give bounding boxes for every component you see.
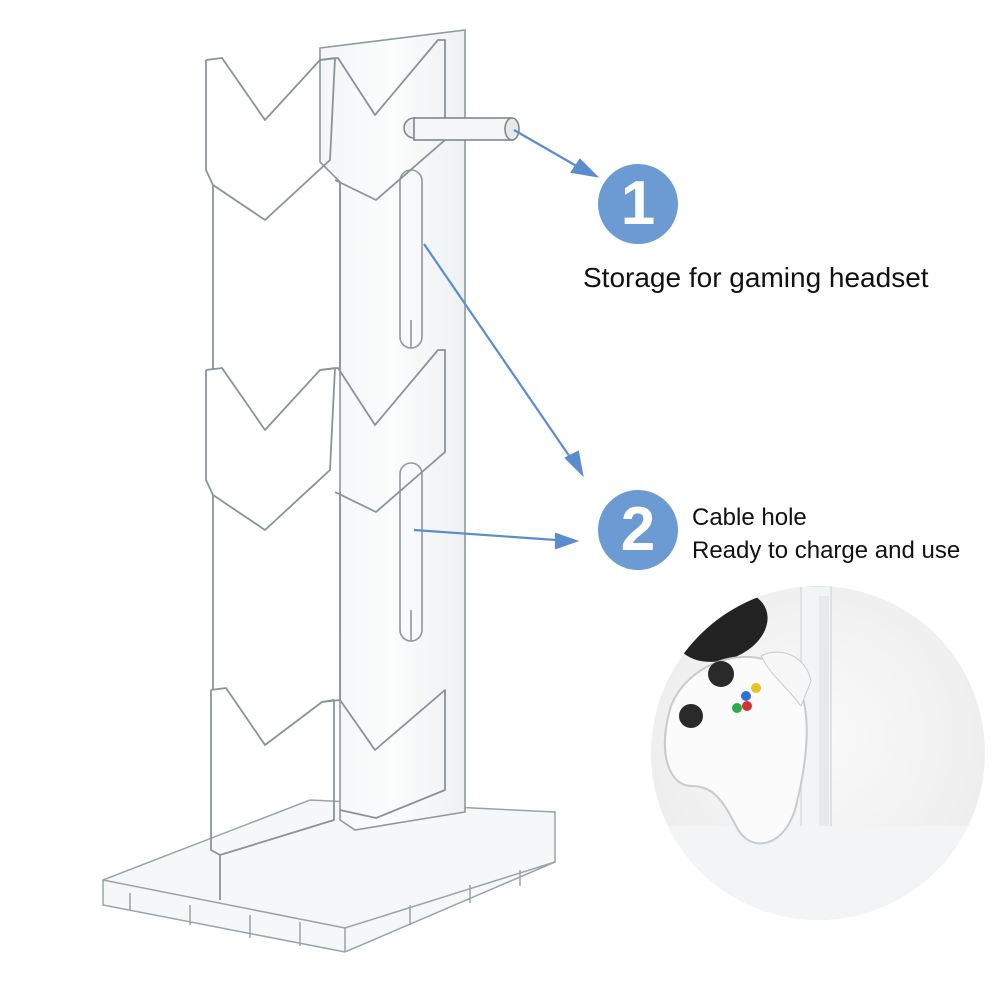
callout-1-badge: 1 xyxy=(598,164,678,244)
callout-1-text: Storage for gaming headset xyxy=(583,262,929,293)
controller-image xyxy=(651,586,985,920)
arrows xyxy=(413,129,600,550)
callout-2-line-1: Cable hole xyxy=(692,504,807,531)
headset-peg xyxy=(403,117,520,141)
stand-base xyxy=(102,799,556,953)
stand-side-panel xyxy=(205,39,446,900)
controller-closeup-inset xyxy=(651,586,985,920)
callout-2-badge: 2 xyxy=(598,490,678,570)
callout-2-line-2: Ready to charge and use xyxy=(692,537,961,564)
callout-2-text: Cable hole Ready to charge and use xyxy=(692,501,960,567)
stand-back-panel xyxy=(319,29,466,831)
